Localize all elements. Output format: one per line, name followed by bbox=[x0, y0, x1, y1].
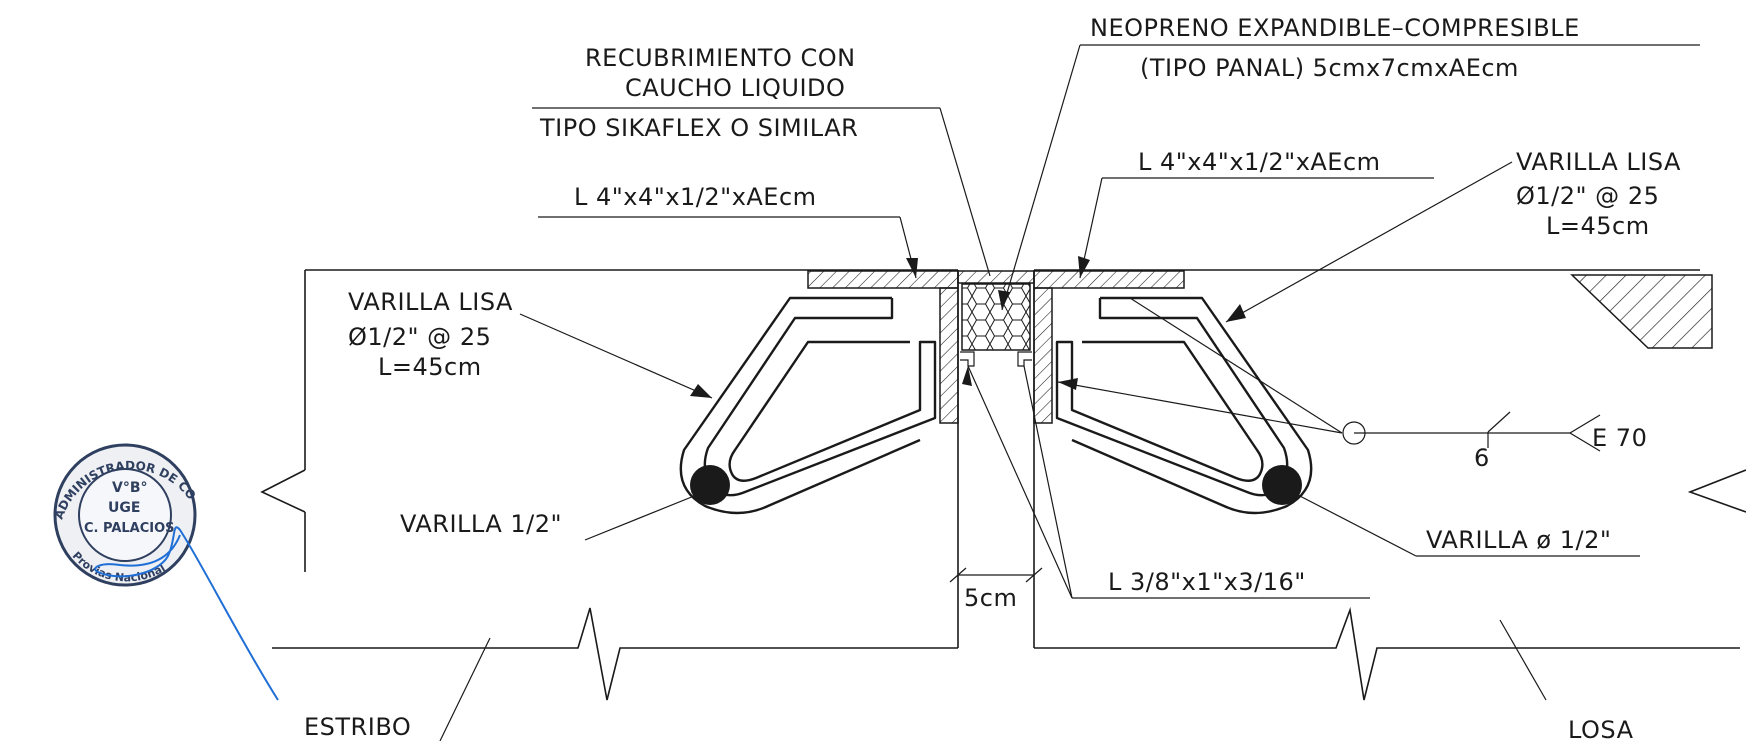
label-varilla-lisa-right-1: VARILLA LISA bbox=[1516, 148, 1681, 176]
leader-arrows bbox=[690, 256, 1246, 398]
sikaflex-cover-strip bbox=[957, 270, 1035, 284]
label-varilla-right: VARILLA ø 1/2" bbox=[1426, 526, 1611, 554]
angle-right-vertical-leg bbox=[1033, 287, 1053, 424]
label-gap-dimension: 5cm bbox=[964, 584, 1017, 612]
bar-section-left bbox=[690, 465, 730, 505]
angle-right-top-plate bbox=[1033, 270, 1185, 289]
weld-all-around-symbol bbox=[1342, 421, 1366, 445]
neoprene-honeycomb bbox=[961, 283, 1031, 351]
approval-seal: ADMINISTRADOR DE CONTRATOS Provias Nacio… bbox=[0, 0, 199, 587]
label-neopreno-2: (TIPO PANAL) 5cmx7cmxAEcm bbox=[1140, 54, 1519, 82]
label-varilla-lisa-left-3: L=45cm bbox=[378, 353, 482, 381]
label-weld-electrode: E 70 bbox=[1592, 424, 1647, 452]
angle-left-vertical-leg bbox=[939, 287, 959, 424]
label-losa: LOSA bbox=[1568, 716, 1634, 741]
small-angle-left bbox=[960, 351, 975, 367]
angle-left-top-plate bbox=[807, 270, 959, 289]
seal-line1: V°B° bbox=[112, 480, 148, 496]
small-angle-right bbox=[1017, 351, 1032, 367]
leader-lines bbox=[439, 44, 1700, 741]
signature bbox=[94, 526, 279, 701]
label-varilla-lisa-right-2: Ø1/2" @ 25 bbox=[1516, 182, 1659, 210]
label-estribo: ESTRIBO bbox=[304, 713, 411, 741]
label-angle-left: L 4"x4"x1/2"xAEcm bbox=[574, 183, 817, 211]
anchor-bar-right bbox=[1055, 296, 1313, 515]
seal-ring-top: ADMINISTRADOR DE CONTRATOS bbox=[0, 0, 199, 521]
label-varilla-lisa-left-1: VARILLA LISA bbox=[348, 288, 513, 316]
losa-hatched-chamfer bbox=[1570, 274, 1713, 349]
seal-line3: C. PALACIOS bbox=[84, 521, 175, 536]
label-weld-size: 6 bbox=[1474, 444, 1490, 472]
label-small-angle: L 3/8"x1"x3/16" bbox=[1108, 568, 1306, 596]
label-varilla-left: VARILLA 1/2" bbox=[400, 510, 562, 538]
bar-section-right bbox=[1262, 465, 1302, 505]
label-varilla-lisa-right-3: L=45cm bbox=[1546, 212, 1650, 240]
label-recubrimiento-1: RECUBRIMIENTO CON bbox=[585, 44, 856, 72]
label-recubrimiento-2: CAUCHO LIQUIDO bbox=[625, 74, 845, 102]
label-varilla-lisa-left-2: Ø1/2" @ 25 bbox=[348, 323, 491, 351]
label-angle-right: L 4"x4"x1/2"xAEcm bbox=[1138, 148, 1381, 176]
label-recubrimiento-3: TIPO SIKAFLEX O SIMILAR bbox=[539, 114, 858, 142]
label-neopreno-1: NEOPRENO EXPANDIBLE–COMPRESIBLE bbox=[1090, 14, 1580, 42]
anchor-bar-left bbox=[679, 296, 937, 515]
seal-line2: UGE bbox=[108, 500, 140, 516]
